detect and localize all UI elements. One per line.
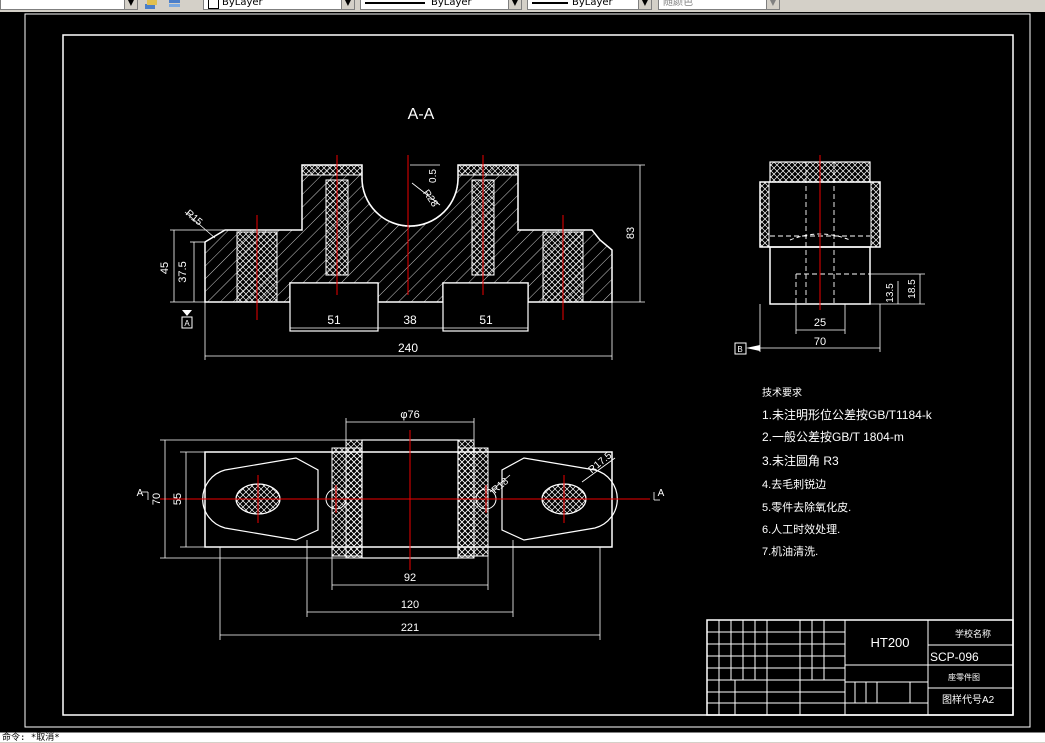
dim-37-5: 37.5 — [177, 261, 189, 282]
drawing-canvas[interactable]: A-A — [0, 12, 1045, 732]
section-label: A-A — [408, 106, 435, 123]
chevron-down-icon: ▼ — [341, 0, 354, 9]
lineweight-value: ByLayer — [572, 0, 613, 8]
tech-req-item-1: 1.未注明形位公差按GB/T1184-k — [762, 407, 933, 422]
tech-req-title: 技术要求 — [762, 386, 802, 399]
title-block — [706, 619, 1014, 716]
top-dim-r18: R18 — [490, 476, 511, 497]
datum-b-arrow — [746, 345, 760, 351]
tech-req-item-6: 6.人工时效处理. — [762, 522, 840, 536]
layer-stack-icon[interactable] — [168, 0, 182, 10]
title-material: HT200 — [870, 635, 909, 650]
bushing-right-top — [457, 164, 519, 176]
dim-51-right: 51 — [479, 313, 493, 327]
recess-left — [289, 282, 379, 332]
tech-requirements: 技术要求 1.未注明形位公差按GB/T1184-k 2.一般公差按GB/T 18… — [762, 386, 933, 558]
top-view: φ76 92 120 221 70 55 R18 R17.5 A A — [137, 409, 665, 640]
side-dim-13-5: 13.5 — [885, 283, 896, 303]
tech-req-item-7: 7.机油清洗. — [762, 544, 818, 558]
side-dim-70: 70 — [814, 336, 826, 348]
section-mark-left: A — [137, 488, 144, 499]
title-subtitle: 座零件图 — [948, 672, 980, 682]
linetype-value: ByLayer — [431, 0, 472, 8]
top-dim-92: 92 — [404, 572, 416, 584]
inner-border — [62, 34, 1014, 716]
section-mark-right: A — [658, 488, 665, 499]
tech-req-item-5: 5.零件去除氧化皮. — [762, 500, 851, 514]
layer-value: ByLayer — [222, 0, 263, 8]
properties-toolbar: ▼ ByLayer ▼ ByLayer ▼ ByLayer ▼ 随颜色 ▼ — [0, 0, 1045, 13]
command-line[interactable]: 命令: *取消* — [0, 732, 1045, 743]
dim-51-left: 51 — [327, 313, 341, 327]
dim-0-5: 0.5 — [428, 169, 439, 183]
datum-b-label: B — [737, 345, 742, 354]
title-drawing-no: SCP-096 — [930, 650, 979, 664]
layer-dropdown[interactable]: ByLayer ▼ — [203, 0, 355, 10]
top-dim-phi76: φ76 — [400, 409, 419, 421]
plotstyle-dropdown[interactable]: 随颜色 ▼ — [658, 0, 780, 10]
chevron-down-icon: ▼ — [766, 0, 779, 9]
lineweight-sample-icon — [532, 2, 568, 4]
plotstyle-value: 随颜色 — [663, 0, 693, 8]
top-dim-120: 120 — [401, 599, 419, 611]
side-dim-18-5: 18.5 — [907, 279, 918, 299]
layer-swatch-icon — [208, 0, 219, 9]
top-dim-70: 70 — [151, 493, 163, 505]
outer-border — [24, 13, 1031, 728]
chevron-down-icon: ▼ — [508, 0, 521, 9]
dim-r15: R15 — [183, 208, 204, 229]
tech-req-item-4: 4.去毛刺锐边 — [762, 477, 826, 491]
layer-properties-icon[interactable] — [144, 0, 158, 10]
dim-45: 45 — [159, 262, 171, 274]
dim-38: 38 — [403, 313, 417, 327]
datum-a-arrow — [182, 310, 192, 316]
dim-240: 240 — [398, 341, 418, 355]
linetype-dropdown[interactable]: ByLayer ▼ — [360, 0, 522, 10]
title-code: 图样代号A2 — [942, 693, 995, 706]
side-view: 25 70 13.5 18.5 B — [734, 155, 925, 355]
color-dropdown[interactable]: ▼ — [0, 0, 138, 10]
front-view: 240 51 38 51 45 37.5 83 R28 R15 0.5 A — [159, 155, 645, 360]
chevron-down-icon: ▼ — [124, 0, 137, 9]
datum-b-box — [734, 342, 747, 355]
chevron-down-icon: ▼ — [638, 0, 651, 9]
bushing-left-top — [301, 164, 363, 176]
dim-83: 83 — [625, 227, 637, 239]
datum-a-box — [181, 316, 193, 329]
recess-right — [442, 282, 529, 332]
linetype-sample-icon — [365, 2, 425, 4]
tech-req-item-2: 2.一般公差按GB/T 1804-m — [762, 429, 904, 444]
title-school: 学校名称 — [955, 628, 991, 639]
tech-req-item-3: 3.未注圆角 R3 — [762, 453, 839, 468]
top-dim-55: 55 — [172, 493, 184, 505]
datum-a-label: A — [184, 319, 190, 328]
bore-arc — [361, 177, 459, 227]
top-dim-221: 221 — [401, 622, 419, 634]
side-dim-25: 25 — [814, 317, 826, 329]
command-text: 命令: *取消* — [2, 733, 60, 743]
lineweight-dropdown[interactable]: ByLayer ▼ — [527, 0, 652, 10]
